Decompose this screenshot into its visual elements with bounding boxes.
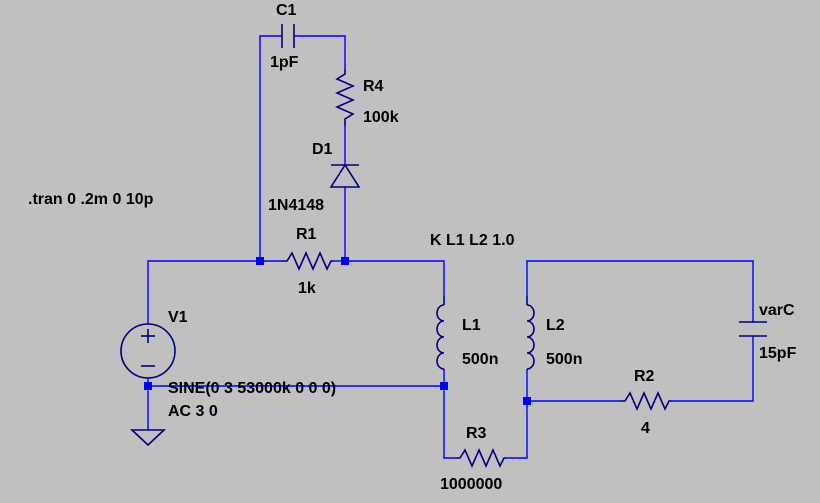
l1-value-label: 500n [462, 351, 498, 368]
directive-coupling[interactable]: K L1 L2 1.0 [430, 232, 515, 249]
wire-r2-right [672, 336, 754, 402]
r2-name-label: R2 [634, 368, 655, 385]
directive-tran[interactable]: .tran 0 .2m 0 10p [28, 191, 154, 208]
inductor-l2[interactable] [526, 296, 535, 370]
r4-name-label: R4 [363, 78, 384, 95]
voltage-source-v1[interactable] [120, 323, 176, 379]
l1-name-label: L1 [462, 317, 481, 334]
junction-dot [523, 397, 531, 405]
r1-name-label: R1 [296, 226, 317, 243]
capacitor-c1[interactable] [281, 24, 295, 48]
r1-value-label: 1k [298, 280, 316, 297]
resistor-r3[interactable] [455, 448, 507, 468]
junctions [144, 257, 531, 405]
r4-value-label: 100k [363, 109, 399, 126]
inductor-l1[interactable] [436, 296, 445, 370]
v1-name-label: V1 [168, 309, 188, 326]
capacitor-varc[interactable] [739, 321, 767, 337]
r2-value-label: 4 [641, 420, 650, 437]
varc-value-label: 15pF [759, 345, 797, 362]
diode-d1[interactable] [329, 163, 361, 188]
wire-l1-r3 [443, 386, 455, 459]
wire-c1-left [259, 35, 282, 261]
resistor-r2[interactable] [620, 391, 672, 411]
resistor-r4[interactable] [335, 69, 355, 126]
v1-ac-label: AC 3 0 [168, 403, 218, 420]
v1-value-label: SINE(0 3 53000k 0 0 0) [168, 380, 336, 397]
wire-c1-right [294, 35, 346, 69]
d1-value-label: 1N4148 [268, 197, 324, 214]
l2-value-label: 500n [546, 351, 582, 368]
wire-r3-l2 [507, 401, 528, 459]
d1-name-label: D1 [312, 141, 333, 158]
ground-symbol [129, 429, 167, 447]
junction-dot [440, 382, 448, 390]
varc-name-label: varC [759, 302, 795, 319]
c1-value-label: 1pF [270, 54, 299, 71]
r3-name-label: R3 [466, 425, 487, 442]
l2-name-label: L2 [546, 317, 565, 334]
resistor-r1[interactable] [282, 251, 334, 271]
junction-dot [341, 257, 349, 265]
wire-l2-top [526, 260, 754, 322]
wire-nodeb-l1 [345, 260, 445, 296]
wire-v1-top [147, 260, 282, 324]
junction-dot [144, 382, 152, 390]
junction-dot [256, 257, 264, 265]
c1-name-label: C1 [276, 2, 297, 19]
r3-value-label: 1000000 [440, 476, 502, 493]
wires [147, 35, 754, 459]
